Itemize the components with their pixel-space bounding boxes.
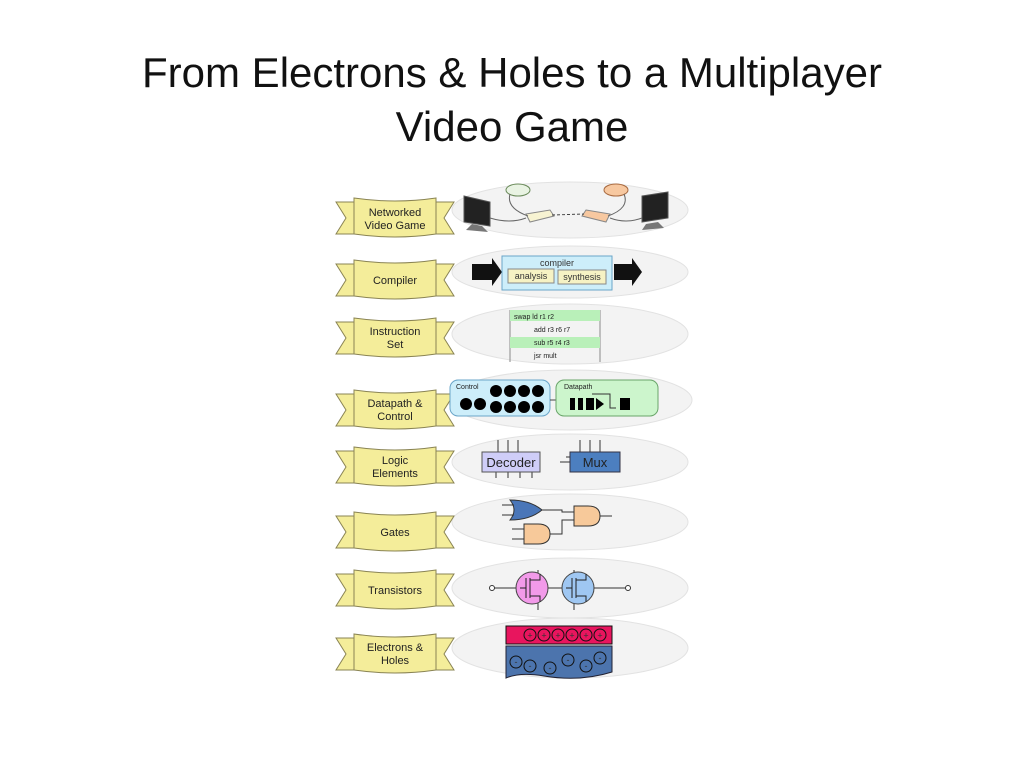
networked-game-illustration (463, 183, 669, 232)
console-left-icon (525, 209, 555, 223)
electron-signs: - - - - - - (515, 653, 602, 673)
holes (523, 628, 607, 642)
slide-title: From Electrons & Holes to a Multiplayer … (0, 46, 1024, 154)
ribbon-label-8a: Electrons & (367, 642, 424, 654)
hole-sign-2: + (541, 631, 546, 641)
electron-sign-6: - (599, 653, 602, 663)
monitor-right-icon (641, 191, 669, 230)
compiler-title: compiler (540, 258, 574, 268)
instruction-1: swap ld r1 r2 (514, 314, 554, 321)
level-ribbon-compiler: Compiler (335, 259, 455, 300)
monitor-left-icon (463, 195, 491, 232)
ribbon-label-1b: Video Game (365, 220, 426, 232)
and-gate-icon-2 (523, 523, 551, 545)
hole-sign-6: + (597, 631, 602, 641)
electron-sign-4: - (567, 655, 570, 665)
level-ribbon-datapath-control: Datapath & Control (335, 389, 455, 430)
level-ribbon-instruction-set: Instruction Set (335, 317, 455, 358)
arrow-in-icon (472, 258, 502, 286)
electron-sign-1: - (515, 657, 518, 667)
electrons (509, 651, 607, 675)
ribbon-label-6a: Gates (380, 527, 410, 539)
level-ribbon-transistors: Transistors (335, 569, 455, 610)
electron-sign-3: - (549, 663, 552, 673)
level-ribbon-gates: Gates (335, 511, 455, 552)
ribbon-label-5b: Elements (372, 468, 418, 480)
decoder-block (481, 451, 541, 473)
ribbon-label-3b: Set (387, 339, 404, 351)
diagram-svg: Networked Video Game Compiler Instructio… (335, 181, 693, 679)
transistors-illustration (489, 570, 631, 610)
or-gate-icon (508, 499, 543, 521)
level-ribbon-networked: Networked Video Game (335, 197, 455, 238)
level-ribbon-electrons-holes: Electrons & Holes (335, 633, 455, 674)
ribbon-label-7a: Transistors (368, 585, 422, 597)
ribbon-label-4b: Control (377, 411, 412, 423)
ribbon-label-4a: Datapath & (367, 398, 423, 410)
and-gate-icon-1 (573, 505, 601, 527)
instruction-2: add r3 r6 r7 (534, 327, 570, 334)
compiler-analysis: analysis (515, 271, 548, 281)
logic-elements-illustration: Decoder Mux (481, 440, 621, 478)
hole-sign-1: + (527, 631, 532, 641)
instruction-4: jsr mult (533, 353, 557, 360)
hole-sign-4: + (569, 631, 574, 641)
arrow-out-icon (614, 258, 642, 286)
hole-sign-3: + (555, 631, 560, 641)
mux-label: Mux (583, 455, 608, 470)
electron-sign-5: - (585, 661, 588, 671)
gates-illustration (502, 499, 612, 545)
control-label: Control (456, 384, 479, 391)
pmos-transistor-icon (515, 571, 549, 605)
abstraction-levels-diagram: Networked Video Game Compiler Instructio… (330, 178, 700, 688)
hole-sign-5: + (583, 631, 588, 641)
ribbon-label-8b: Holes (381, 655, 410, 667)
instruction-3: sub r5 r4 r3 (534, 340, 570, 347)
nmos-transistor-icon (561, 571, 595, 605)
datapath-control-illustration: Control Datapath (449, 379, 659, 417)
instruction-set-illustration: swap ld r1 r2 add r3 r6 r7 sub r5 r4 r3 … (509, 310, 601, 362)
control-states (460, 385, 544, 413)
datapath-label: Datapath (564, 384, 593, 391)
hole-signs: + + + + + + (527, 631, 602, 641)
compiler-synthesis: synthesis (563, 272, 601, 282)
title-line-2: Video Game (395, 103, 629, 150)
electron-sign-2: - (529, 661, 532, 671)
controller-left-icon (505, 183, 531, 197)
ribbon-label-1a: Networked (369, 207, 422, 219)
decoder-label: Decoder (486, 455, 536, 470)
controller-right-icon (603, 183, 629, 197)
ribbon-label-3a: Instruction (370, 326, 421, 338)
ribbon-label-5a: Logic (382, 455, 409, 467)
ribbon-label-2a: Compiler (373, 275, 417, 287)
title-line-1: From Electrons & Holes to a Multiplayer (142, 49, 882, 96)
charge-carriers-illustration: + + + + + + - - - - - - (505, 625, 613, 679)
compiler-illustration: compiler analysis synthesis (472, 255, 642, 291)
mux-block (569, 451, 621, 473)
datapath-elements (570, 398, 630, 410)
level-ribbon-logic-elements: Logic Elements (335, 446, 455, 487)
